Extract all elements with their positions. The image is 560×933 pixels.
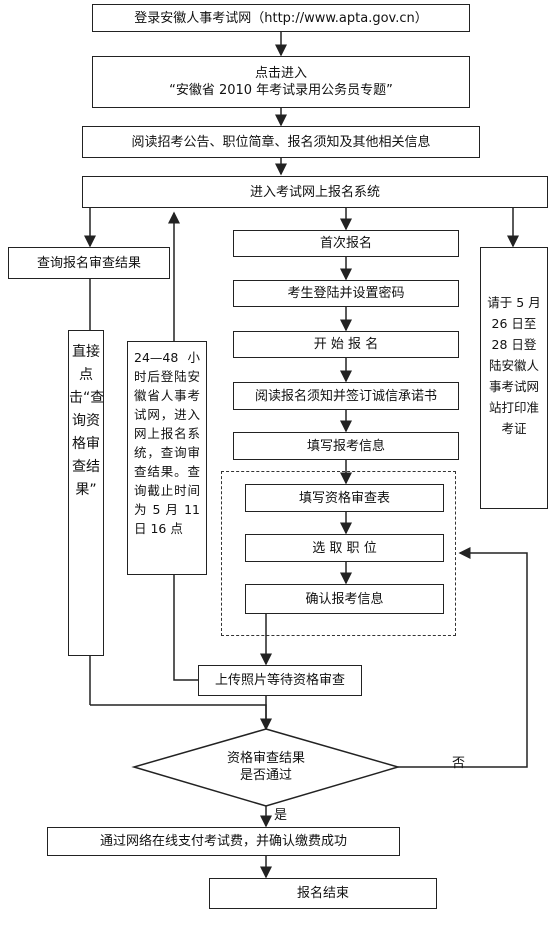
decision-line2: 是否通过 bbox=[239, 768, 292, 783]
print-admission-text: 请于 5 月 26 日至 28 日登陆安徽人事考试网站打印准考证 bbox=[487, 295, 541, 436]
qualification-decision: 资格审查结果 是否通过 bbox=[196, 750, 336, 784]
login-set-password-step: 考生登陆并设置密码 bbox=[233, 280, 459, 307]
fill-info-step: 填写报考信息 bbox=[233, 432, 459, 460]
select-position-label: 选 取 职 位 bbox=[312, 540, 377, 556]
no-label: 否 bbox=[452, 756, 466, 771]
read-info-step: 阅读招考公告、职位简章、报名须知及其他相关信息 bbox=[82, 126, 480, 158]
confirm-info-label: 确认报考信息 bbox=[305, 591, 384, 607]
qualification-group bbox=[221, 471, 456, 636]
fill-qualification-form-step: 填写资格审查表 bbox=[245, 484, 444, 512]
confirm-info-step: 确认报考信息 bbox=[245, 584, 444, 614]
read-info-label: 阅读招考公告、职位简章、报名须知及其他相关信息 bbox=[131, 134, 431, 150]
direct-click-text: 直接点击“查询资格审查结果” bbox=[69, 344, 105, 498]
login-after-hours-note: 24—48 小时后登陆安徽省人事考试网，进入网上报名系统，查询审查结果。查询截止… bbox=[127, 341, 207, 575]
pay-online-step: 通过网络在线支付考试费，并确认缴费成功 bbox=[47, 827, 400, 856]
upload-photo-step: 上传照片等待资格审查 bbox=[198, 665, 362, 696]
enter-topic-line1: 点击进入 bbox=[254, 66, 307, 81]
decision-line1: 资格审查结果 bbox=[226, 751, 305, 766]
enter-topic-line2: “安徽省 2010 年考试录用公务员专题” bbox=[169, 83, 393, 98]
read-notice-sign-step: 阅读报名须知并签订诚信承诺书 bbox=[233, 382, 459, 410]
enter-topic-step: 点击进入 “安徽省 2010 年考试录用公务员专题” bbox=[92, 56, 470, 108]
yes-label: 是 bbox=[274, 808, 288, 823]
finish-label: 报名结束 bbox=[296, 886, 349, 901]
query-result-step: 查询报名审查结果 bbox=[8, 247, 170, 279]
login-step: 登录安徽人事考试网（http://www.apta.gov.cn） bbox=[92, 4, 470, 32]
read-notice-sign-label: 阅读报名须知并签订诚信承诺书 bbox=[254, 388, 437, 404]
enter-system-step: 进入考试网上报名系统 bbox=[82, 176, 548, 208]
print-admission-note: 请于 5 月 26 日至 28 日登陆安徽人事考试网站打印准考证 bbox=[480, 247, 548, 509]
login-after-hours-text: 24—48 小时后登陆安徽省人事考试网，进入网上报名系统，查询审查结果。查询截止… bbox=[134, 350, 200, 536]
first-time-label: 首次报名 bbox=[319, 236, 372, 251]
first-time-step: 首次报名 bbox=[233, 230, 459, 257]
direct-click-note: 直接点击“查询资格审查结果” bbox=[68, 330, 104, 656]
pay-online-label: 通过网络在线支付考试费，并确认缴费成功 bbox=[99, 834, 347, 849]
select-position-step: 选 取 职 位 bbox=[245, 534, 444, 562]
start-register-label: 开 始 报 名 bbox=[313, 337, 379, 352]
login-set-password-label: 考生登陆并设置密码 bbox=[287, 286, 405, 301]
start-register-step: 开 始 报 名 bbox=[233, 331, 459, 358]
upload-photo-label: 上传照片等待资格审查 bbox=[214, 673, 345, 688]
finish-step: 报名结束 bbox=[209, 878, 437, 909]
enter-system-label: 进入考试网上报名系统 bbox=[249, 184, 380, 200]
query-result-label: 查询报名审查结果 bbox=[36, 255, 141, 271]
fill-qualification-form-label: 填写资格审查表 bbox=[298, 490, 390, 506]
fill-info-label: 填写报考信息 bbox=[306, 438, 385, 454]
login-step-label: 登录安徽人事考试网（http://www.apta.gov.cn） bbox=[134, 10, 428, 26]
